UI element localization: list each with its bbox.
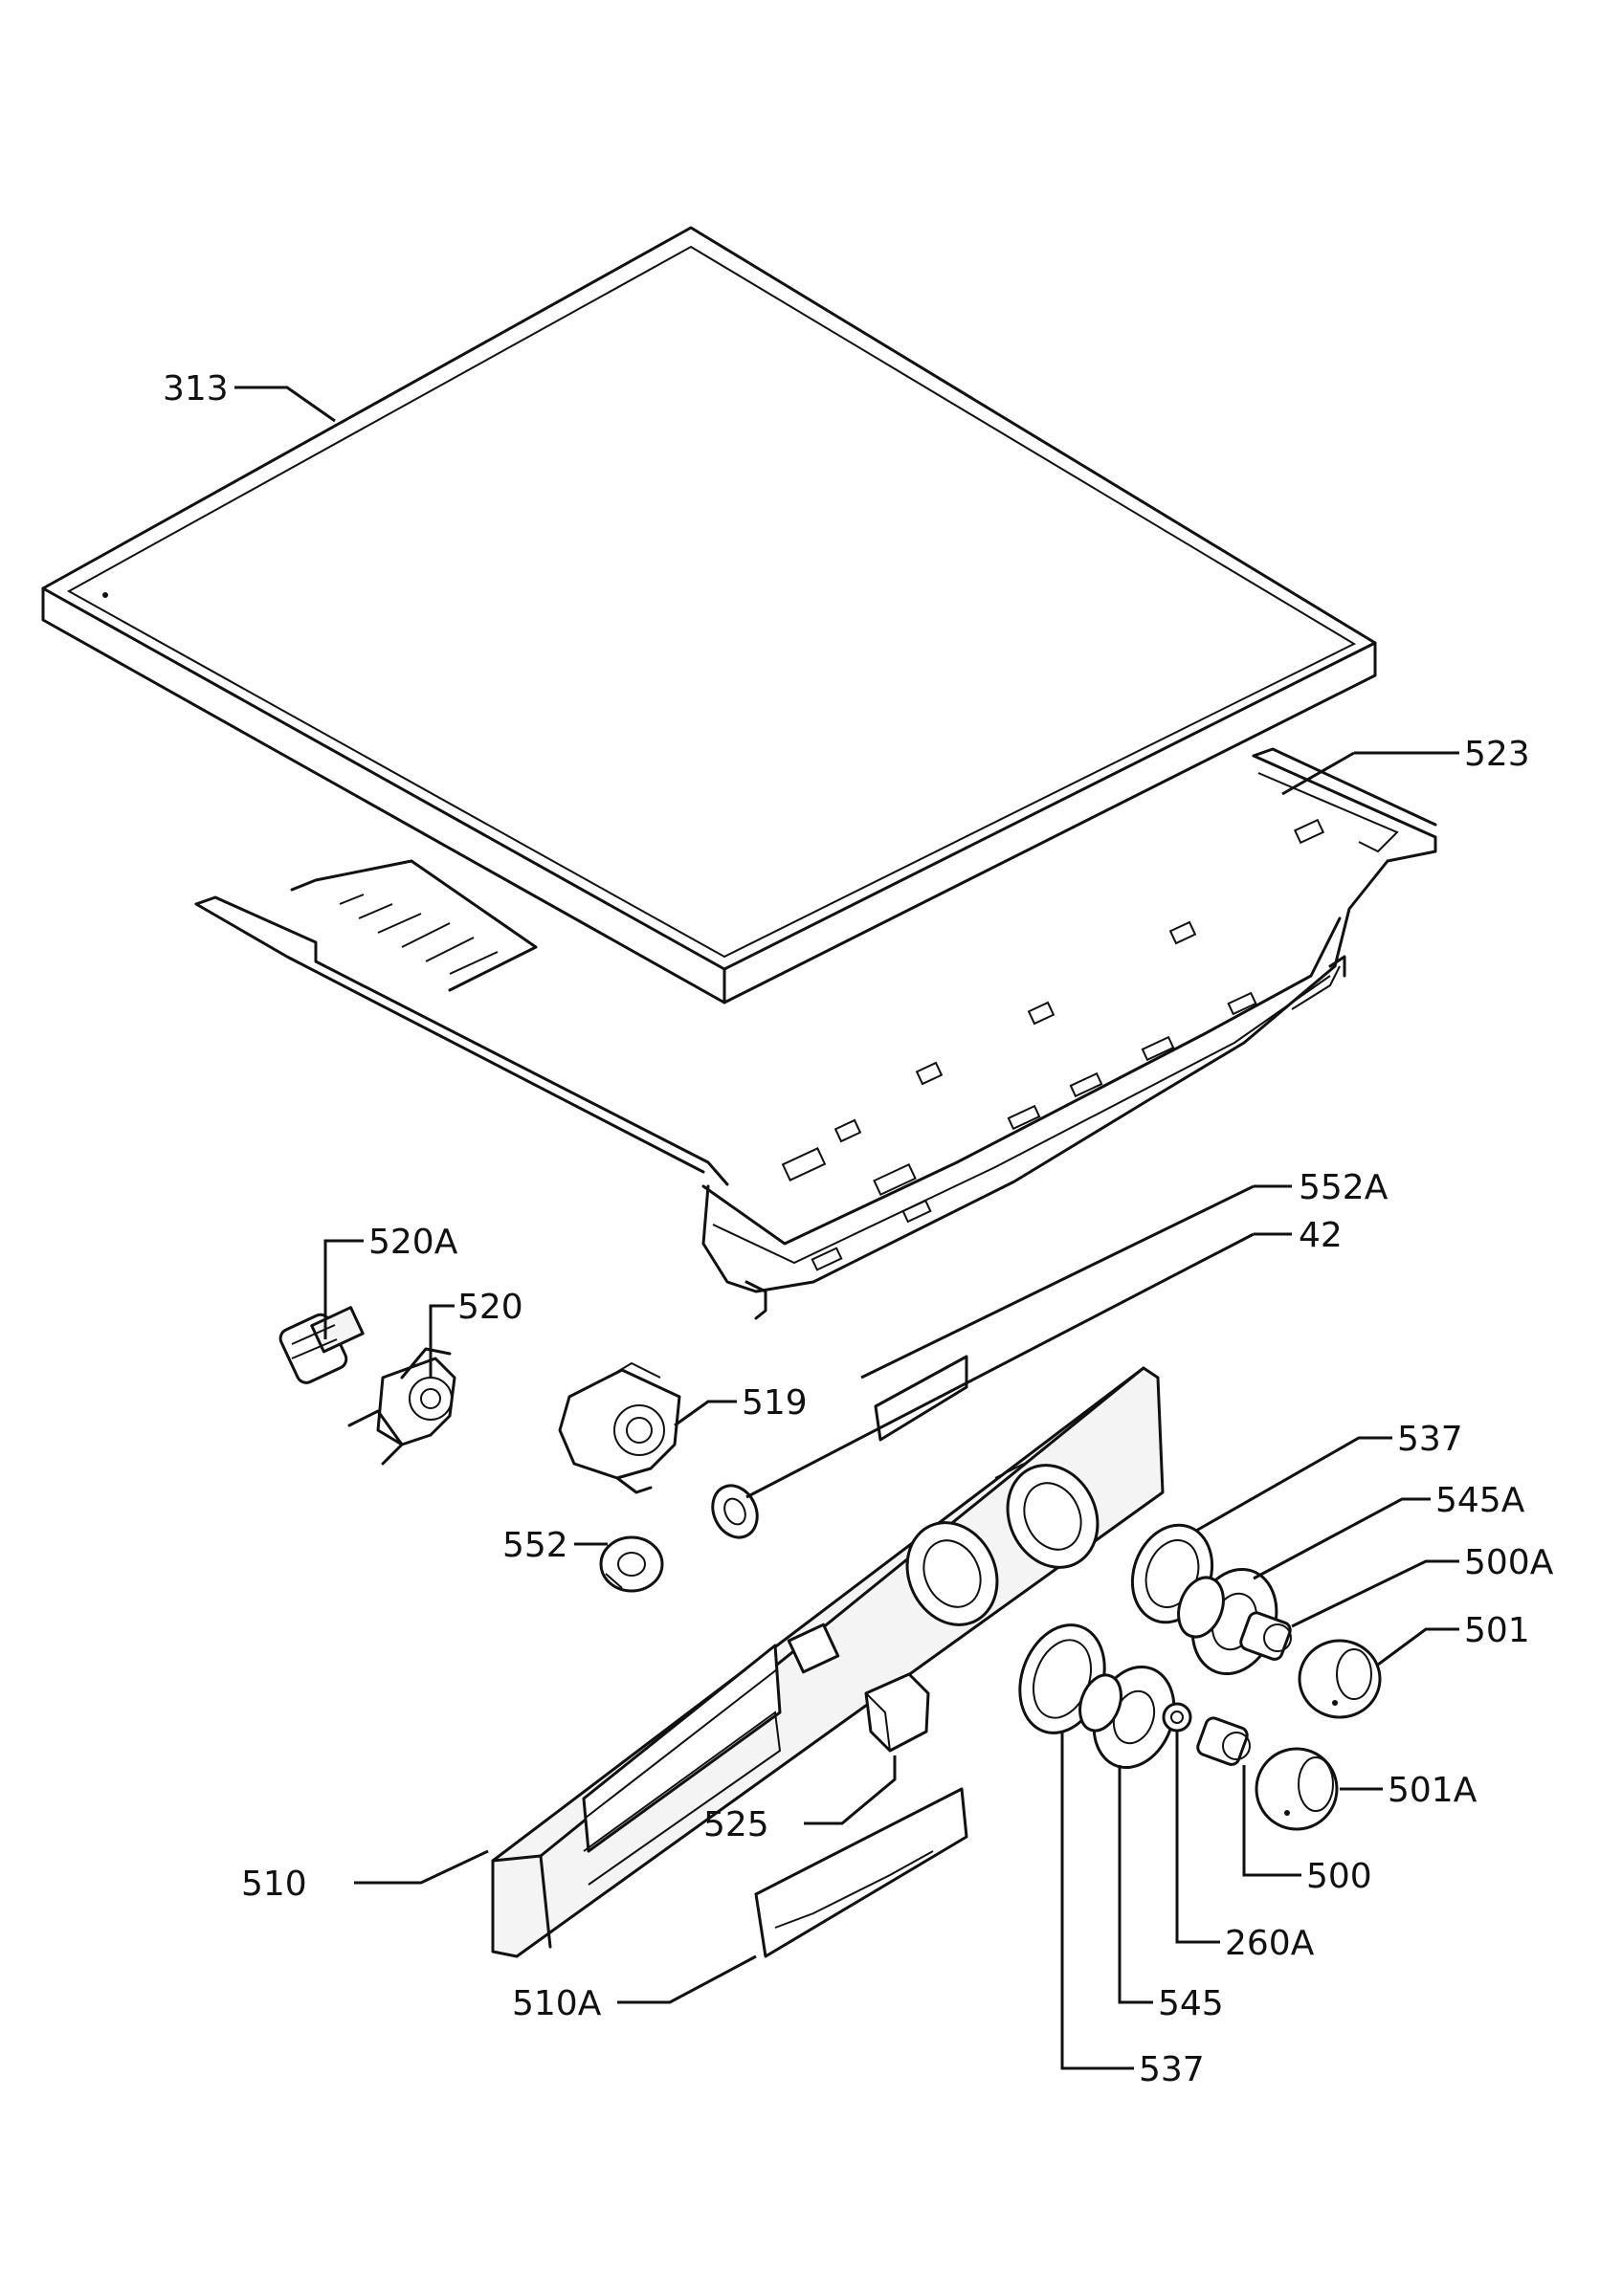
- leader-lines: [234, 386, 1459, 2070]
- label-510: 510: [241, 1865, 307, 1904]
- part-501A-knob: [1255, 1747, 1339, 1831]
- label-42: 42: [1299, 1216, 1343, 1255]
- label-313: 313: [163, 369, 229, 408]
- part-520-switch-holder: [347, 1347, 456, 1466]
- part-labels: 313 523 552A 42 520A 520 519 537 545A 50…: [163, 369, 1554, 2089]
- part-520A-button: [278, 1306, 365, 1384]
- label-525: 525: [703, 1805, 769, 1844]
- label-519: 519: [742, 1383, 808, 1423]
- label-501A: 501A: [1388, 1771, 1478, 1810]
- part-525-switch: [864, 1672, 930, 1753]
- part-42-ring: [711, 1484, 759, 1539]
- label-510A: 510A: [512, 1984, 602, 2023]
- part-519-selector: [558, 1361, 681, 1494]
- label-260A: 260A: [1225, 1924, 1315, 1963]
- part-500-shaft-adapter: [1196, 1716, 1251, 1766]
- label-523: 523: [1464, 735, 1530, 774]
- label-552: 552: [502, 1526, 568, 1565]
- label-501: 501: [1464, 1611, 1530, 1650]
- part-260A-nut: [1162, 1702, 1192, 1733]
- part-501-knob: [1298, 1639, 1382, 1719]
- label-545: 545: [1158, 1984, 1224, 2023]
- part-523-frame: [194, 747, 1437, 1320]
- part-545-dial-disc: [1078, 1665, 1176, 1770]
- label-500A: 500A: [1464, 1543, 1554, 1582]
- part-552-bushing: [599, 1535, 664, 1593]
- label-537-upper: 537: [1397, 1420, 1463, 1459]
- label-500: 500: [1306, 1857, 1372, 1896]
- label-520A: 520A: [368, 1223, 458, 1262]
- label-520: 520: [457, 1288, 523, 1327]
- part-313-top-cover: [41, 226, 1377, 1004]
- part-510-control-panel: [491, 1355, 1165, 1958]
- label-537-lower: 537: [1139, 2050, 1205, 2089]
- part-500A-shaft-adapter: [1239, 1611, 1292, 1661]
- label-545A: 545A: [1435, 1481, 1525, 1520]
- part-510A-insert: [754, 1787, 968, 1958]
- label-552A: 552A: [1299, 1168, 1389, 1207]
